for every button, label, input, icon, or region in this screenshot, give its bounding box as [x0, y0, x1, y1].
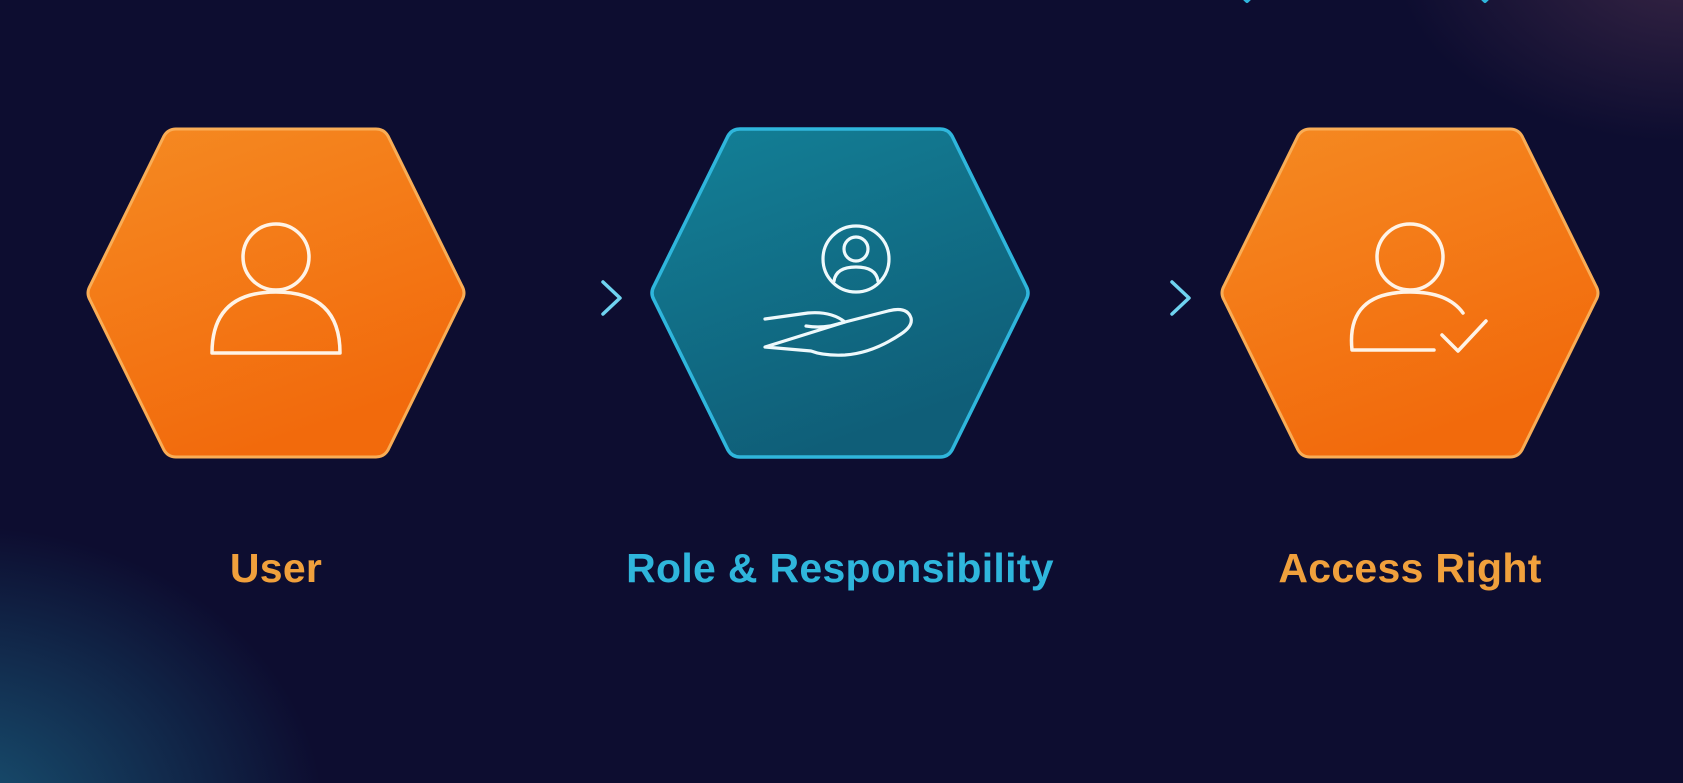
- role-node: [648, 125, 1032, 461]
- user-check-icon: [1349, 222, 1488, 353]
- arrow-right-icon: [486, 280, 622, 316]
- node-label-role: Role & Responsibility: [626, 545, 1054, 591]
- node-label-access: Access Right: [1278, 545, 1542, 591]
- hexagon-shape: [650, 127, 1030, 459]
- chevron-down-icon: [1481, 0, 1489, 3]
- access-node: [1218, 125, 1602, 461]
- node-label-user: User: [229, 545, 323, 591]
- user-node: [84, 125, 468, 461]
- arrow-right-icon: [1055, 280, 1191, 316]
- hexagon-shape: [1220, 127, 1600, 459]
- hand-with-user-icon: [763, 224, 913, 357]
- chevron-down-icon: [1243, 0, 1251, 3]
- user-icon: [210, 222, 342, 355]
- hexagon-shape: [86, 127, 466, 459]
